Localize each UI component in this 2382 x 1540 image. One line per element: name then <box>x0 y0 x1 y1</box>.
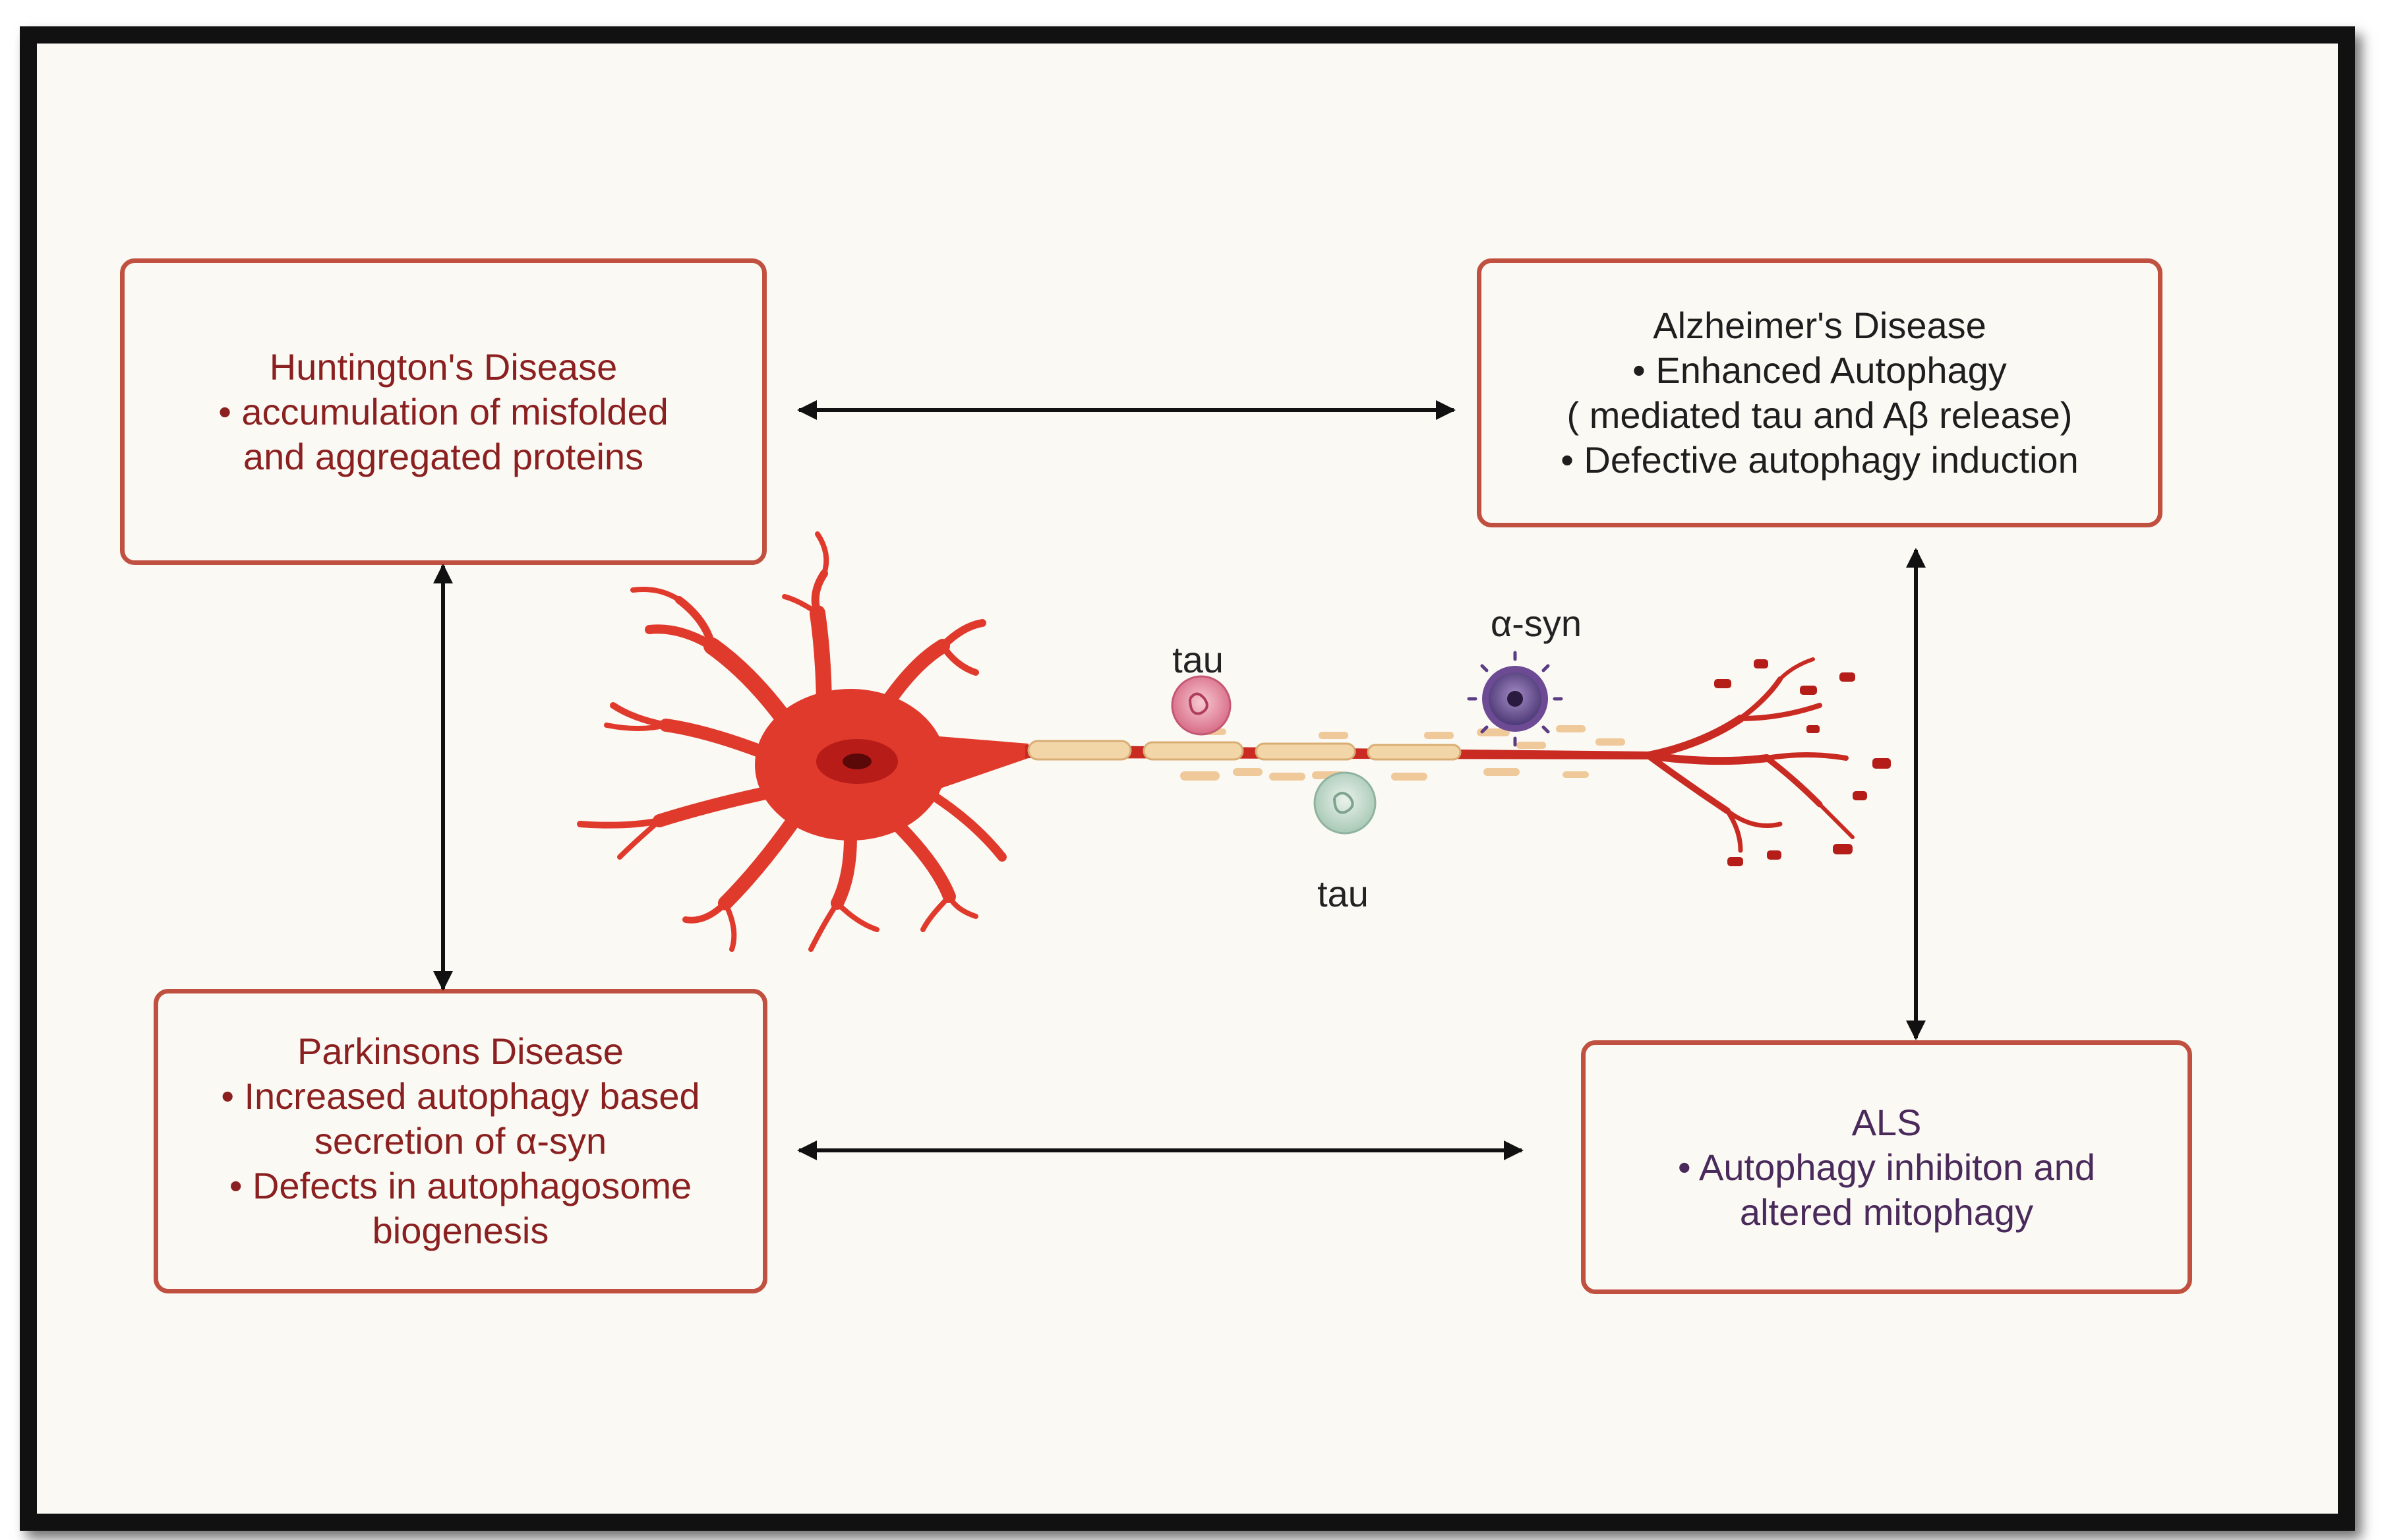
neuron-illustration: tau tau α-syn <box>577 531 1891 952</box>
parkinsons-line-4: biogenesis <box>372 1210 549 1251</box>
als-line-2: altered mitophagy <box>1739 1191 2034 1233</box>
alzheimer-line-3: • Defective autophagy induction <box>1561 439 2079 481</box>
als-line-1: • Autophagy inhibiton and <box>1677 1146 2095 1188</box>
tau-label-bottom: tau <box>1317 873 1369 914</box>
alzheimer-title: Alzheimer's Disease <box>1653 305 1986 346</box>
parkinsons-title: Parkinsons Disease <box>297 1030 624 1072</box>
tau-aggregate-bottom <box>1313 771 1377 835</box>
huntington-line-2: and aggregated proteins <box>243 435 644 477</box>
huntington-line-1: • accumulation of misfolded <box>218 390 669 432</box>
huntington-box: Huntington's Disease • accumulation of m… <box>120 258 767 565</box>
alzheimer-line-1: • Enhanced Autophagy <box>1632 349 2007 391</box>
alpha-syn-label: α-syn <box>1491 603 1582 644</box>
tau-aggregate-top <box>1171 675 1232 736</box>
als-title: ALS <box>1851 1101 1922 1143</box>
alpha-syn-aggregate <box>1467 651 1563 747</box>
huntington-title: Huntington's Disease <box>269 345 618 388</box>
tau-label-top: tau <box>1172 639 1224 680</box>
parkinsons-line-3: • Defects in autophagosome <box>229 1165 692 1206</box>
parkinsons-line-2: secretion of α-syn <box>314 1120 607 1162</box>
als-box: ALS • Autophagy inhibiton and altered mi… <box>1581 1040 2192 1294</box>
alzheimer-box: Alzheimer's Disease • Enhanced Autophagy… <box>1477 258 2162 527</box>
alzheimer-line-2: ( mediated tau and Aβ release) <box>1566 394 2073 436</box>
parkinsons-box: Parkinsons Disease • Increased autophagy… <box>154 989 767 1293</box>
parkinsons-line-1: • Increased autophagy based <box>221 1075 700 1117</box>
